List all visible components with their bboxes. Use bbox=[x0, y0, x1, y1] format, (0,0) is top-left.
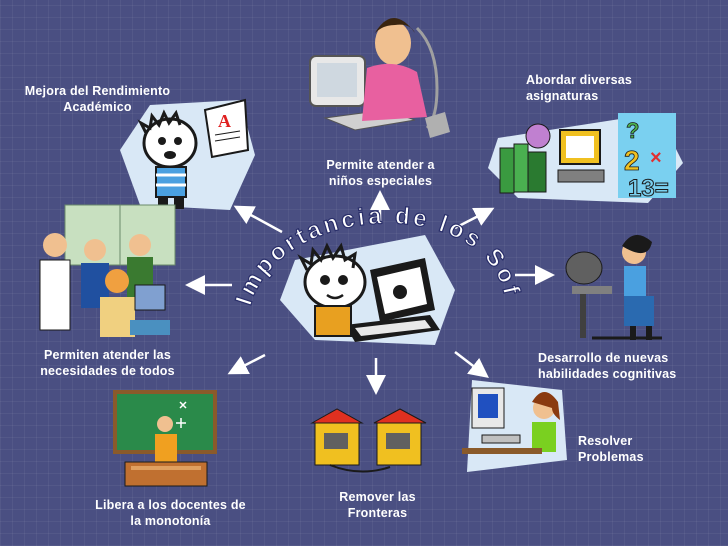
arrow-to-libera bbox=[227, 353, 266, 375]
node-abordar-line2: asignaturas bbox=[526, 89, 599, 103]
student-with-paper-icon: A bbox=[120, 98, 255, 210]
woman-headset-computer-icon bbox=[565, 234, 662, 340]
node-necesidades-line2: necesidades de todos bbox=[40, 364, 175, 378]
svg-text:13=: 13= bbox=[628, 175, 669, 202]
node-desarrollo: Desarrollo de nuevas habilidades cogniti… bbox=[538, 350, 713, 382]
node-permite-especiales-line1: Permite atender a bbox=[326, 158, 435, 172]
node-abordar: Abordar diversas asignaturas bbox=[526, 72, 676, 104]
node-mejora-line1: Mejora del Rendimiento bbox=[24, 84, 171, 98]
node-remover: Remover las Fronteras bbox=[320, 489, 435, 521]
node-desarrollo-line1: Desarrollo de nuevas bbox=[538, 351, 669, 365]
node-resolver: Resolver Problemas bbox=[578, 433, 678, 465]
arrow-to-resolver bbox=[454, 351, 489, 379]
books-computer-math-icon: ? 2 × 13= bbox=[488, 113, 683, 203]
svg-text:?: ? bbox=[626, 118, 639, 143]
svg-text:×: × bbox=[650, 147, 662, 169]
node-libera-line2: la monotonía bbox=[130, 514, 211, 528]
node-desarrollo-line2: habilidades cognitivas bbox=[538, 367, 677, 381]
node-permite-especiales: Permite atender a niños especiales bbox=[308, 157, 453, 189]
node-abordar-line1: Abordar diversas bbox=[526, 73, 633, 87]
center-student-computer-icon bbox=[280, 235, 455, 345]
node-necesidades: Permiten atender las necesidades de todo… bbox=[25, 347, 190, 379]
node-remover-line1: Remover las bbox=[339, 490, 416, 504]
node-mejora: Mejora del Rendimiento Académico bbox=[15, 83, 180, 115]
teacher-chalkboard-icon bbox=[113, 390, 217, 487]
node-necesidades-line1: Permiten atender las bbox=[44, 348, 171, 362]
arrow-to-abordar bbox=[454, 207, 495, 230]
arrow-to-mejora bbox=[233, 205, 283, 234]
girl-at-computer-icon bbox=[462, 380, 567, 472]
node-resolver-line1: Resolver bbox=[578, 434, 633, 448]
svg-text:A: A bbox=[218, 111, 231, 131]
node-libera-line1: Libera a los docentes de bbox=[95, 498, 246, 512]
woman-at-computer-icon bbox=[309, 18, 450, 138]
node-mejora-line2: Académico bbox=[63, 100, 132, 114]
node-libera: Libera a los docentes de la monotonía bbox=[78, 497, 263, 529]
classroom-group-icon bbox=[39, 204, 176, 337]
svg-text:2: 2 bbox=[624, 145, 640, 176]
schoolhouse-computers-icon bbox=[310, 408, 427, 473]
node-resolver-line2: Problemas bbox=[578, 450, 644, 464]
node-permite-especiales-line2: niños especiales bbox=[328, 174, 433, 188]
node-remover-line2: Fronteras bbox=[347, 506, 408, 520]
